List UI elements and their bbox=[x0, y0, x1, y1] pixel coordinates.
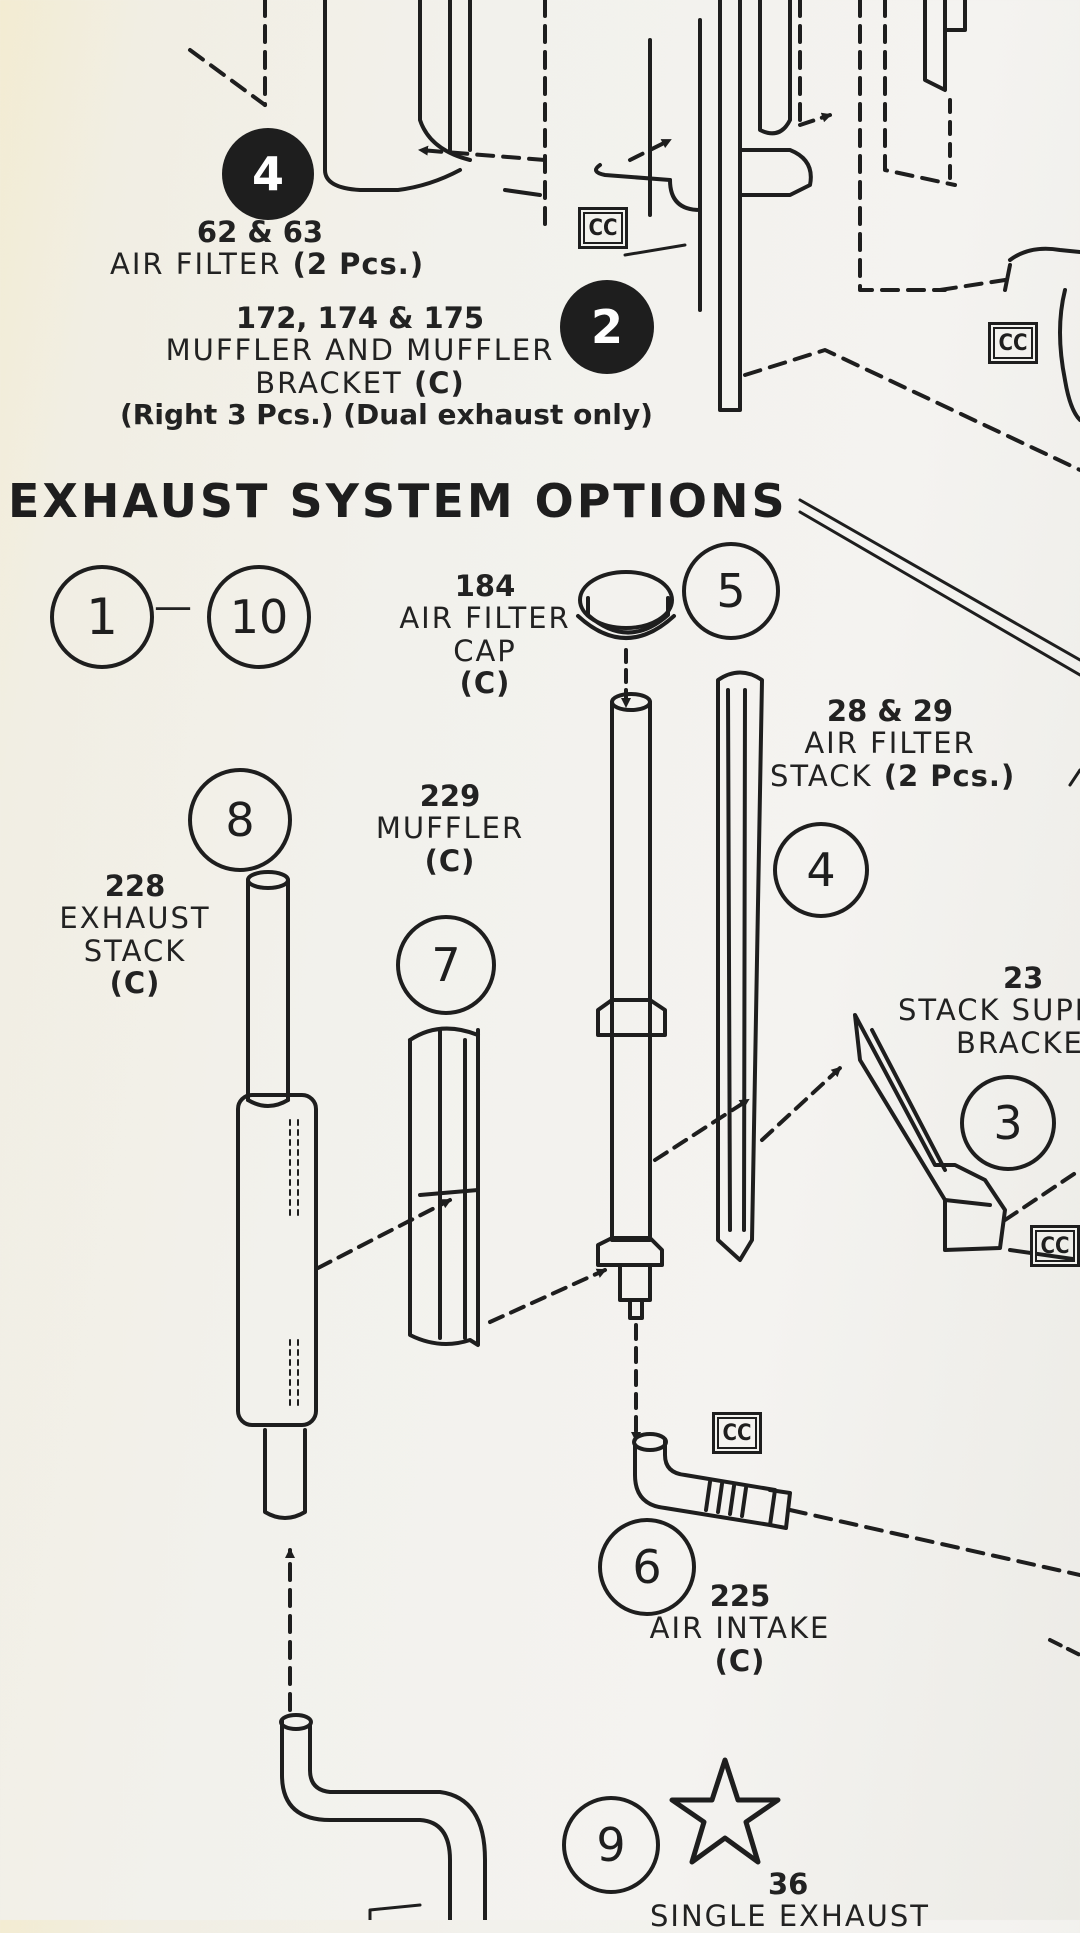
cc-tag: CC bbox=[988, 322, 1038, 364]
air-filter-stack-part bbox=[716, 670, 764, 1262]
air-intake-label: 225 AIR INTAKE (C) bbox=[649, 1579, 831, 1678]
air-filter-stack-badge: 4 bbox=[773, 822, 869, 918]
cc-tag: CC bbox=[1030, 1225, 1080, 1267]
air-intake-badge: 6 bbox=[598, 1518, 696, 1616]
exhaust-stack-badge: 8 bbox=[188, 768, 292, 872]
range-end-badge: 10 bbox=[207, 565, 311, 669]
air-filter-cap-label: 184 AIR FILTER CAP (C) bbox=[399, 569, 571, 701]
muffler-bracket-badge: 2 bbox=[560, 280, 654, 374]
single-exhaust-label: 36 SINGLE EXHAUST bbox=[650, 1867, 931, 1933]
air-filter-cap-badge: 5 bbox=[682, 542, 780, 640]
range-dash: — bbox=[154, 584, 192, 628]
range-start-badge: 1 bbox=[50, 565, 154, 669]
air-filter-tube-part bbox=[596, 692, 750, 1442]
exhaust-stack-part bbox=[236, 870, 318, 1712]
stack-support-badge: 3 bbox=[960, 1075, 1056, 1171]
cc-tag: CC bbox=[578, 207, 628, 249]
muffler-label: 229 MUFFLER (C) bbox=[375, 779, 525, 878]
top-partial-view bbox=[188, 0, 1080, 472]
air-filter-stack-label: 28 & 29 AIR FILTER STACK (2 Pcs.) bbox=[770, 694, 1016, 793]
stack-support-label: 23 STACK SUPP BRACKET bbox=[898, 961, 1080, 1060]
muffler-bracket-label: 172, 174 & 175 MUFFLER AND MUFFLER BRACK… bbox=[120, 301, 653, 432]
air-filter-badge-top: 4 bbox=[222, 128, 314, 220]
single-exhaust-pipe-part bbox=[279, 1713, 487, 1920]
star-icon bbox=[669, 1757, 781, 1865]
single-exhaust-badge: 9 bbox=[562, 1796, 660, 1894]
muffler-badge: 7 bbox=[396, 915, 496, 1015]
cc-tag: CC bbox=[712, 1412, 762, 1454]
muffler-part bbox=[316, 1026, 607, 1347]
section-title: EXHAUST SYSTEM OPTIONS bbox=[8, 474, 788, 528]
exhaust-stack-label: 228 EXHAUST STACK (C) bbox=[59, 869, 211, 1001]
stack-support-bracket-part bbox=[760, 1013, 1080, 1262]
air-intake-part bbox=[632, 1432, 1080, 1577]
air-filter-top-label: 62 & 63 AIR FILTER (2 Pcs.) bbox=[110, 215, 425, 282]
air-filter-cap-part bbox=[576, 570, 676, 708]
